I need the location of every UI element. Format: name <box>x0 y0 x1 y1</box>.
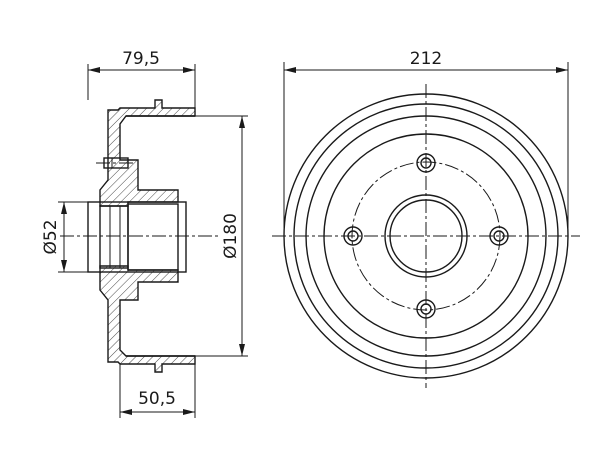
arrow-left <box>88 67 100 73</box>
dimension-drum-outer-diameter: 212 <box>283 49 569 236</box>
arrow-right <box>183 67 195 73</box>
front-view: 212 <box>272 49 580 388</box>
arrow-right <box>183 409 195 415</box>
outer-diameter-label: 212 <box>410 49 442 69</box>
lower-section-wall <box>99 265 196 373</box>
arrow-top <box>239 116 245 128</box>
dimension-bore-diameter: Ø52 <box>41 201 100 273</box>
bore-diameter-label: Ø52 <box>41 219 61 254</box>
dimension-drum-depth: 50,5 <box>119 364 196 418</box>
arrow-right <box>556 67 568 73</box>
bearing-seat-right <box>127 203 179 271</box>
drum-depth-label: 50,5 <box>138 389 176 409</box>
overall-width-label: 79,5 <box>122 49 160 69</box>
dimension-overall-width: 79,5 <box>87 49 196 108</box>
bearing-seat-left <box>99 205 129 269</box>
arrow-top <box>61 202 67 214</box>
arrow-left <box>120 409 132 415</box>
dimension-drum-inner-diameter: Ø180 <box>195 115 248 357</box>
arrow-bottom <box>61 260 67 272</box>
inner-diameter-label: Ø180 <box>221 213 241 259</box>
arrow-left <box>284 67 296 73</box>
side-section-view: 79,5 Ø52 Ø180 50,5 <box>41 49 248 418</box>
arrow-bottom <box>239 344 245 356</box>
hub-bore <box>87 201 187 273</box>
